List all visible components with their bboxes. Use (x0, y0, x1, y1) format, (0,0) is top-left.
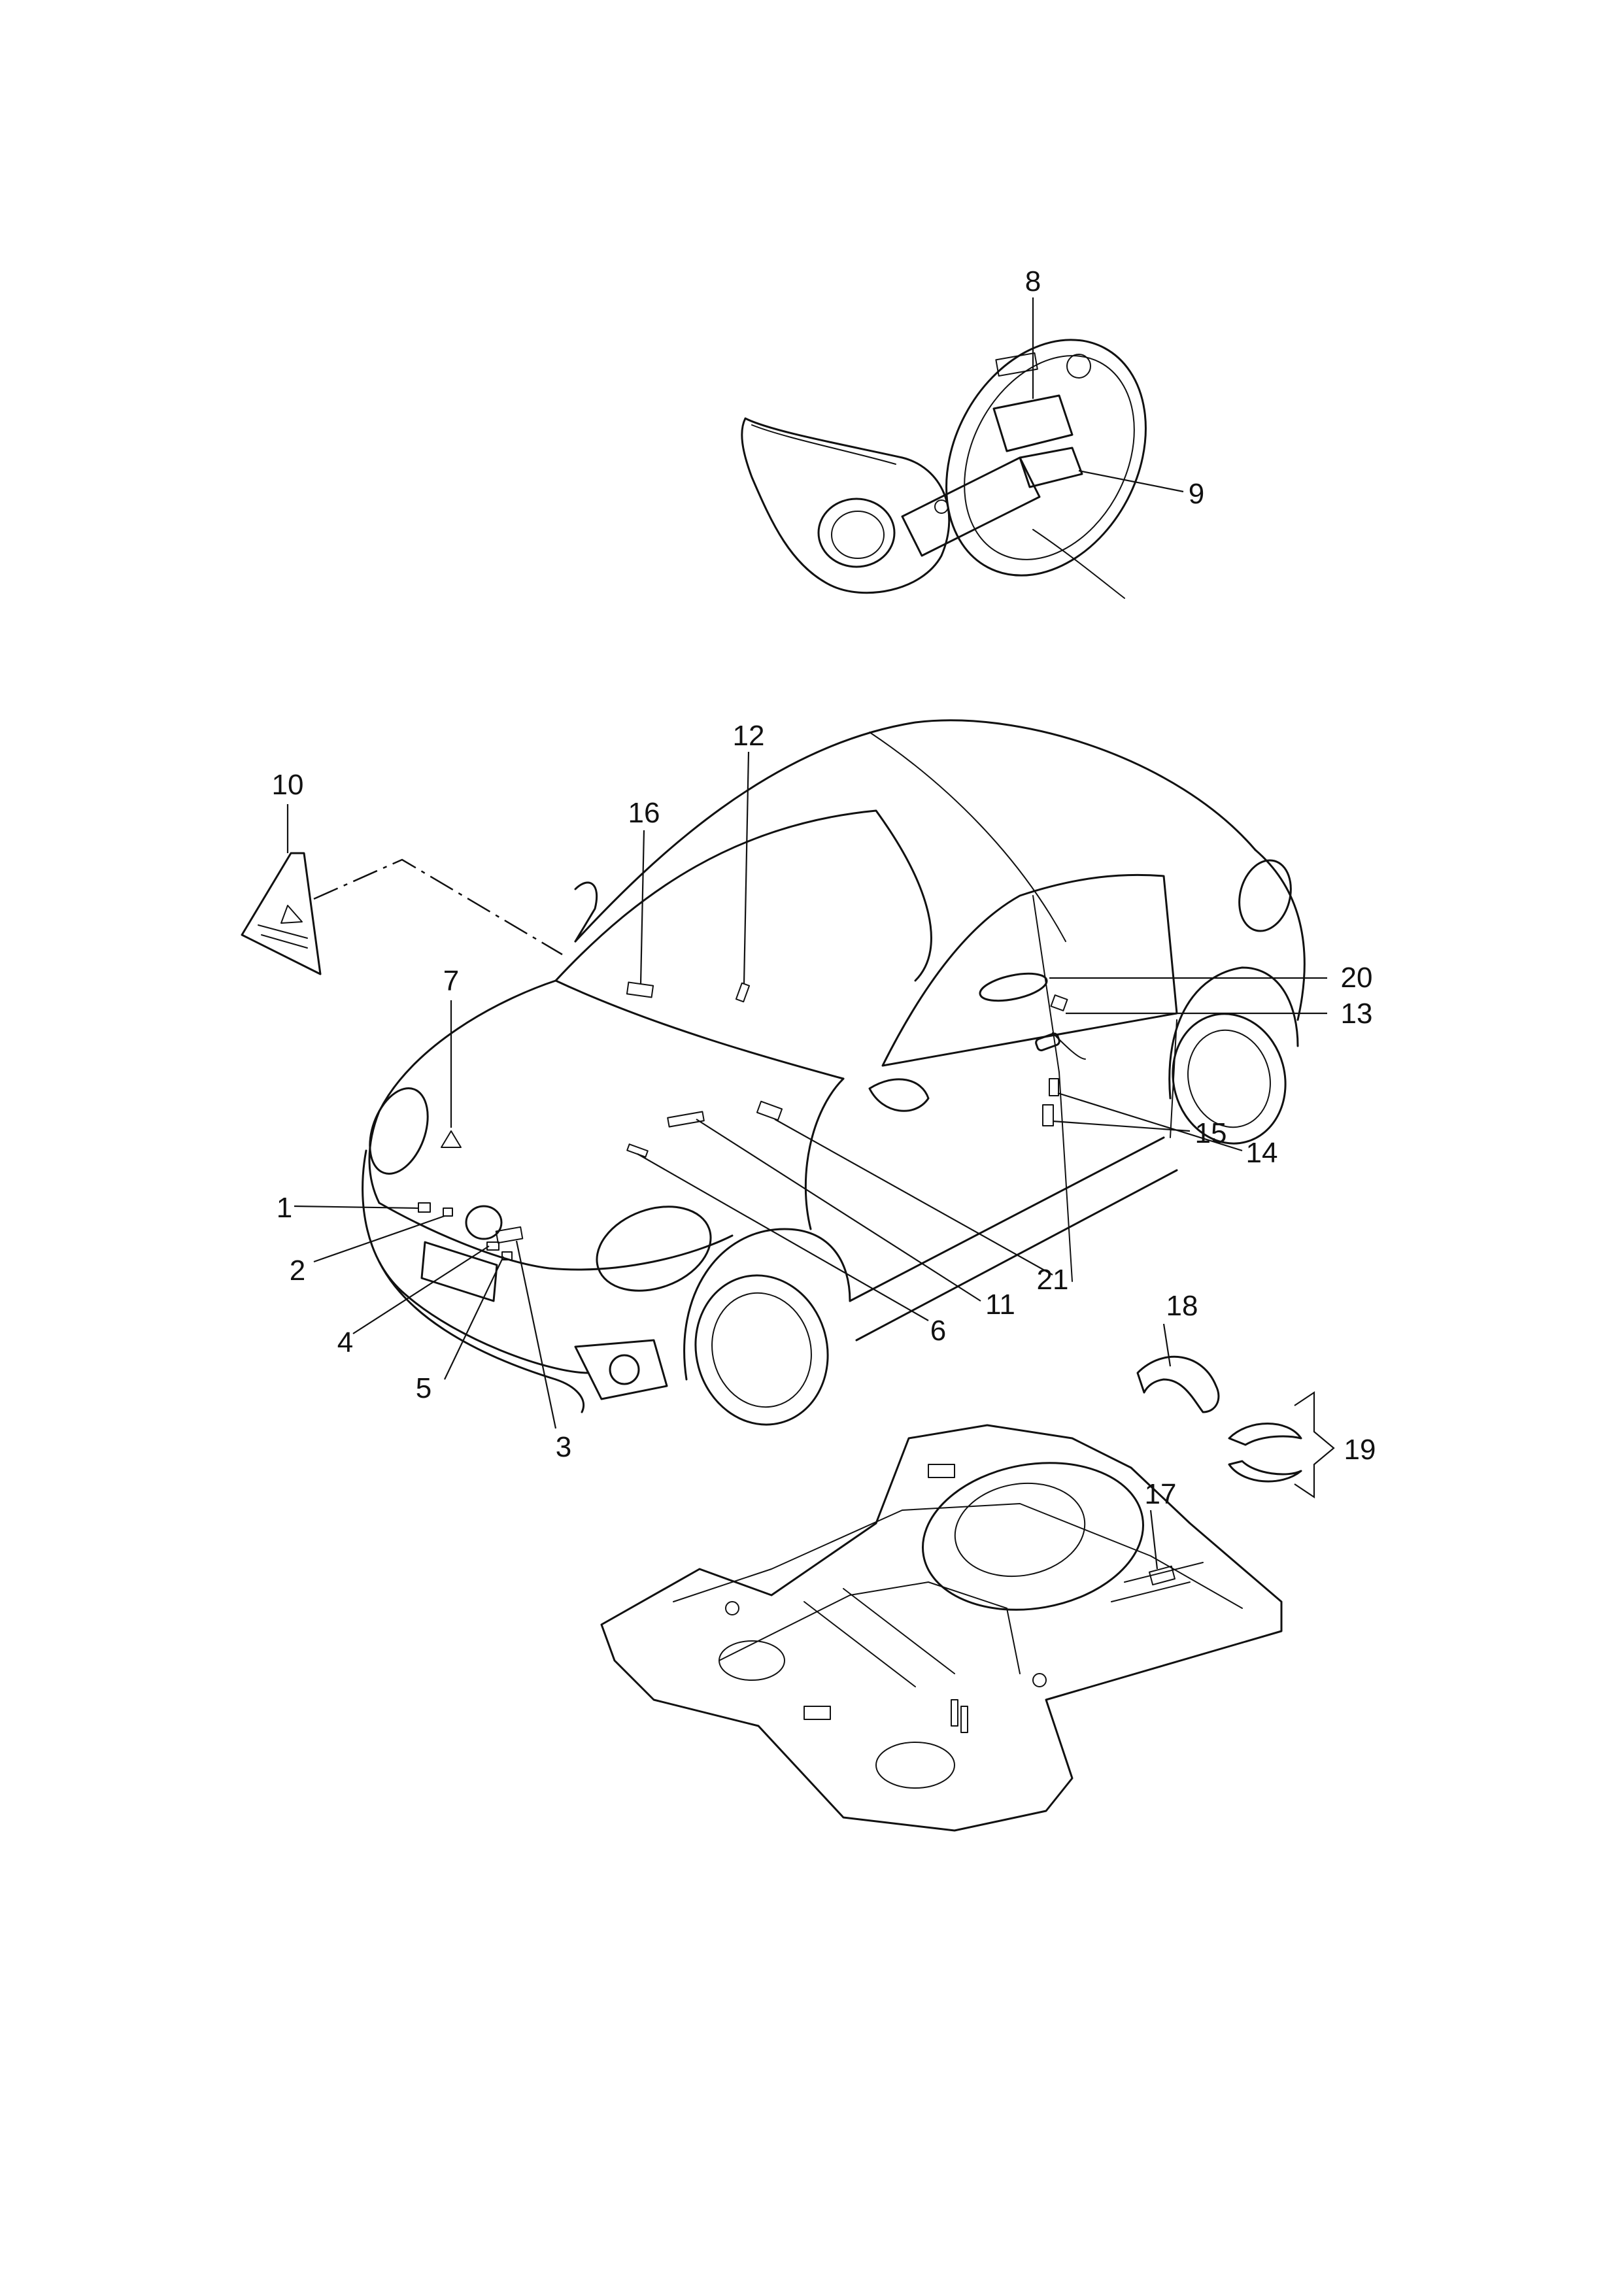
callout-3: 3 (556, 1431, 571, 1463)
callout-11: 11 (985, 1289, 1015, 1321)
callout-15: 15 (1195, 1117, 1227, 1149)
callout-1: 1 (277, 1192, 292, 1224)
callout-18: 18 (1166, 1290, 1198, 1322)
callout-13: 13 (1341, 998, 1373, 1030)
callout-7: 7 (443, 965, 459, 997)
callout-10: 10 (272, 769, 304, 801)
sealing-rings (1136, 1355, 1302, 1483)
callout-6: 6 (930, 1315, 946, 1347)
fuel-filler-flap-assembly (741, 339, 1147, 599)
callout-12: 12 (733, 720, 765, 752)
callout-labels: 1 2 3 4 5 6 7 8 9 10 11 12 13 14 15 16 1… (272, 265, 1376, 1510)
callout-19: 19 (1344, 1434, 1376, 1466)
warning-label-10 (241, 852, 563, 975)
callout-5: 5 (416, 1372, 431, 1404)
callout-4: 4 (337, 1326, 353, 1359)
callout-14: 14 (1246, 1137, 1278, 1169)
callout-17: 17 (1145, 1478, 1177, 1510)
callout-20: 20 (1341, 962, 1373, 994)
callout-8: 8 (1025, 265, 1041, 297)
car-body (362, 719, 1306, 1426)
leader-lines (286, 297, 1335, 1570)
callout-2: 2 (290, 1255, 305, 1287)
callout-16: 16 (628, 797, 660, 829)
callout-21: 21 (1037, 1264, 1069, 1296)
floor-pan (600, 1424, 1283, 1832)
callout-9: 9 (1189, 478, 1204, 510)
